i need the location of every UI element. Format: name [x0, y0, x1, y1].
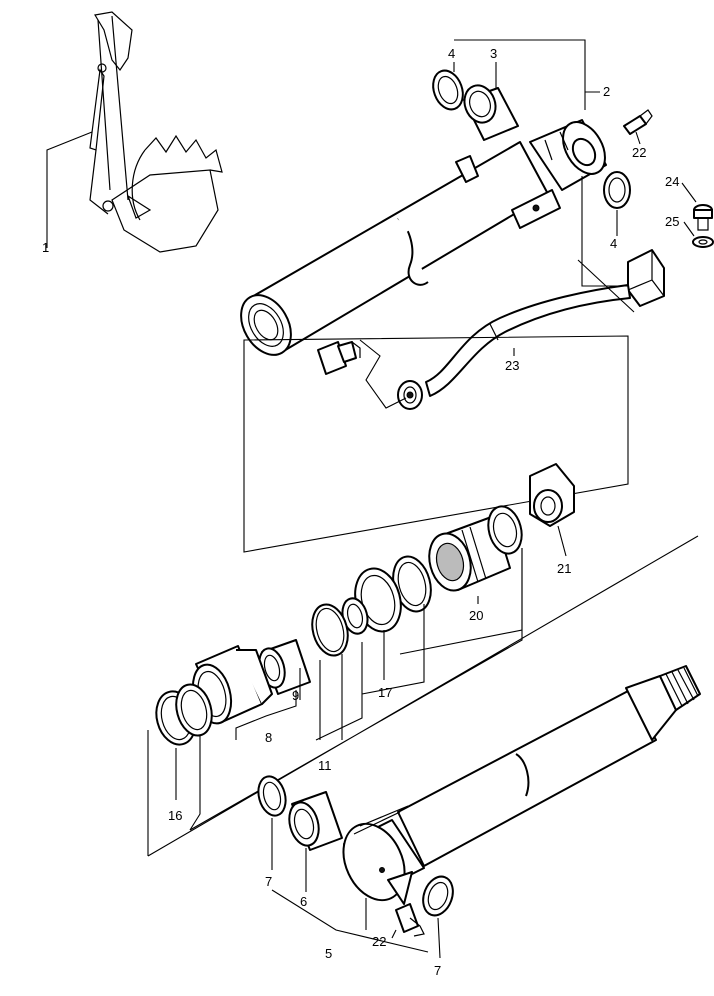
callout-3: 3: [490, 46, 497, 61]
callout-7-left: 7: [265, 874, 272, 889]
callout-24: 24: [665, 174, 679, 189]
o-ring: [311, 603, 349, 657]
piston: [428, 505, 523, 592]
rod-bushing: [258, 639, 311, 695]
cylinder-tube: [240, 119, 607, 356]
cylinder-head: [191, 645, 273, 725]
callout-16: 16: [168, 808, 182, 823]
callout-21: 21: [557, 561, 571, 576]
callout-4-top: 4: [448, 46, 455, 61]
callout-22-top: 22: [632, 145, 646, 160]
grease-nipple-bottom: [395, 903, 425, 937]
dust-seal: [175, 683, 213, 737]
tube-seal-ring: [432, 69, 464, 111]
tube-bushing: [463, 84, 519, 141]
grease-nipple-top: [623, 109, 653, 135]
rod-eye-bushing: [288, 791, 343, 851]
callout-5: 5: [325, 946, 332, 961]
bolt: [693, 204, 713, 231]
callout-2: 2: [603, 84, 610, 99]
piston-rod: [342, 665, 701, 905]
rod-eye-seal-right: [422, 875, 454, 917]
callout-6: 6: [300, 894, 307, 909]
callout-8: 8: [265, 730, 272, 745]
seal-ring-right: [603, 171, 631, 209]
callout-1: 1: [42, 240, 49, 255]
washer: [692, 236, 714, 248]
callout-9: 9: [292, 688, 299, 703]
callout-7-right: 7: [434, 963, 441, 978]
excavator-arm-sketch: [89, 11, 223, 253]
callout-20: 20: [469, 608, 483, 623]
callout-25: 25: [665, 214, 679, 229]
callout-22-bottom: 22: [372, 934, 386, 949]
callout-4-right: 4: [610, 236, 617, 251]
callout-11: 11: [318, 758, 332, 773]
rod-eye-seal-left: [257, 775, 287, 817]
callout-23: 23: [505, 358, 519, 373]
nut: [529, 463, 575, 527]
callout-17: 17: [378, 685, 392, 700]
hydraulic-pipe: [317, 249, 665, 410]
